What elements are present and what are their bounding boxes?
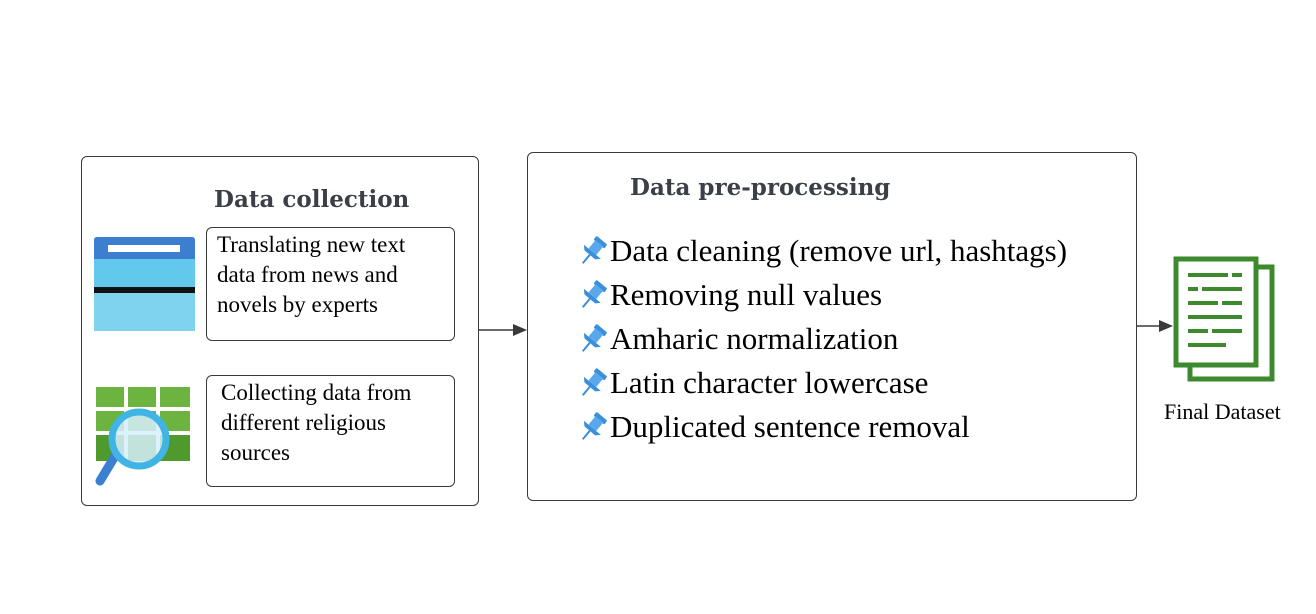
flow-arrow-preprocessing-to-dataset [1137,320,1173,332]
data-preprocessing-title: Data pre-processing [630,174,891,201]
pushpin-icon [581,412,607,440]
pushpin-icon [581,324,607,352]
pushpin-icon [581,236,607,264]
pushpin-icon [581,280,607,308]
preprocessing-step: Duplicated sentence removal [576,409,970,445]
step-label: Latin character lowercase [610,365,929,400]
step-label: Removing null values [610,277,883,312]
source-box-religious: Collecting data from different religious… [206,375,455,487]
preprocessing-step: Removing null values [576,277,882,313]
data-collection-title: Data collection [214,186,410,213]
data-preprocessing-panel: Data pre-processing Data cleaning (remov… [527,152,1137,501]
source-box-news-novels: Translating new text data from news and … [206,227,455,341]
source-text: Collecting data from different religious… [221,380,412,465]
web-page-icon [94,237,195,331]
final-dataset-label: Final Dataset [1164,399,1281,424]
step-label: Data cleaning (remove url, hashtags) [610,233,1068,268]
flow-arrow-collection-to-preprocessing [479,324,527,336]
pushpin-icon [581,368,607,396]
preprocessing-step: Latin character lowercase [576,365,928,401]
source-text: Translating new text data from news and … [217,232,406,317]
preprocessing-step: Amharic normalization [576,321,898,357]
data-collection-panel: Data collection Translating new text dat… [81,156,479,506]
preprocessing-step: Data cleaning (remove url, hashtags) [576,233,1067,269]
table-search-icon [95,387,190,486]
document-icon [1173,256,1275,382]
step-label: Amharic normalization [610,321,899,356]
step-label: Duplicated sentence removal [610,409,970,444]
